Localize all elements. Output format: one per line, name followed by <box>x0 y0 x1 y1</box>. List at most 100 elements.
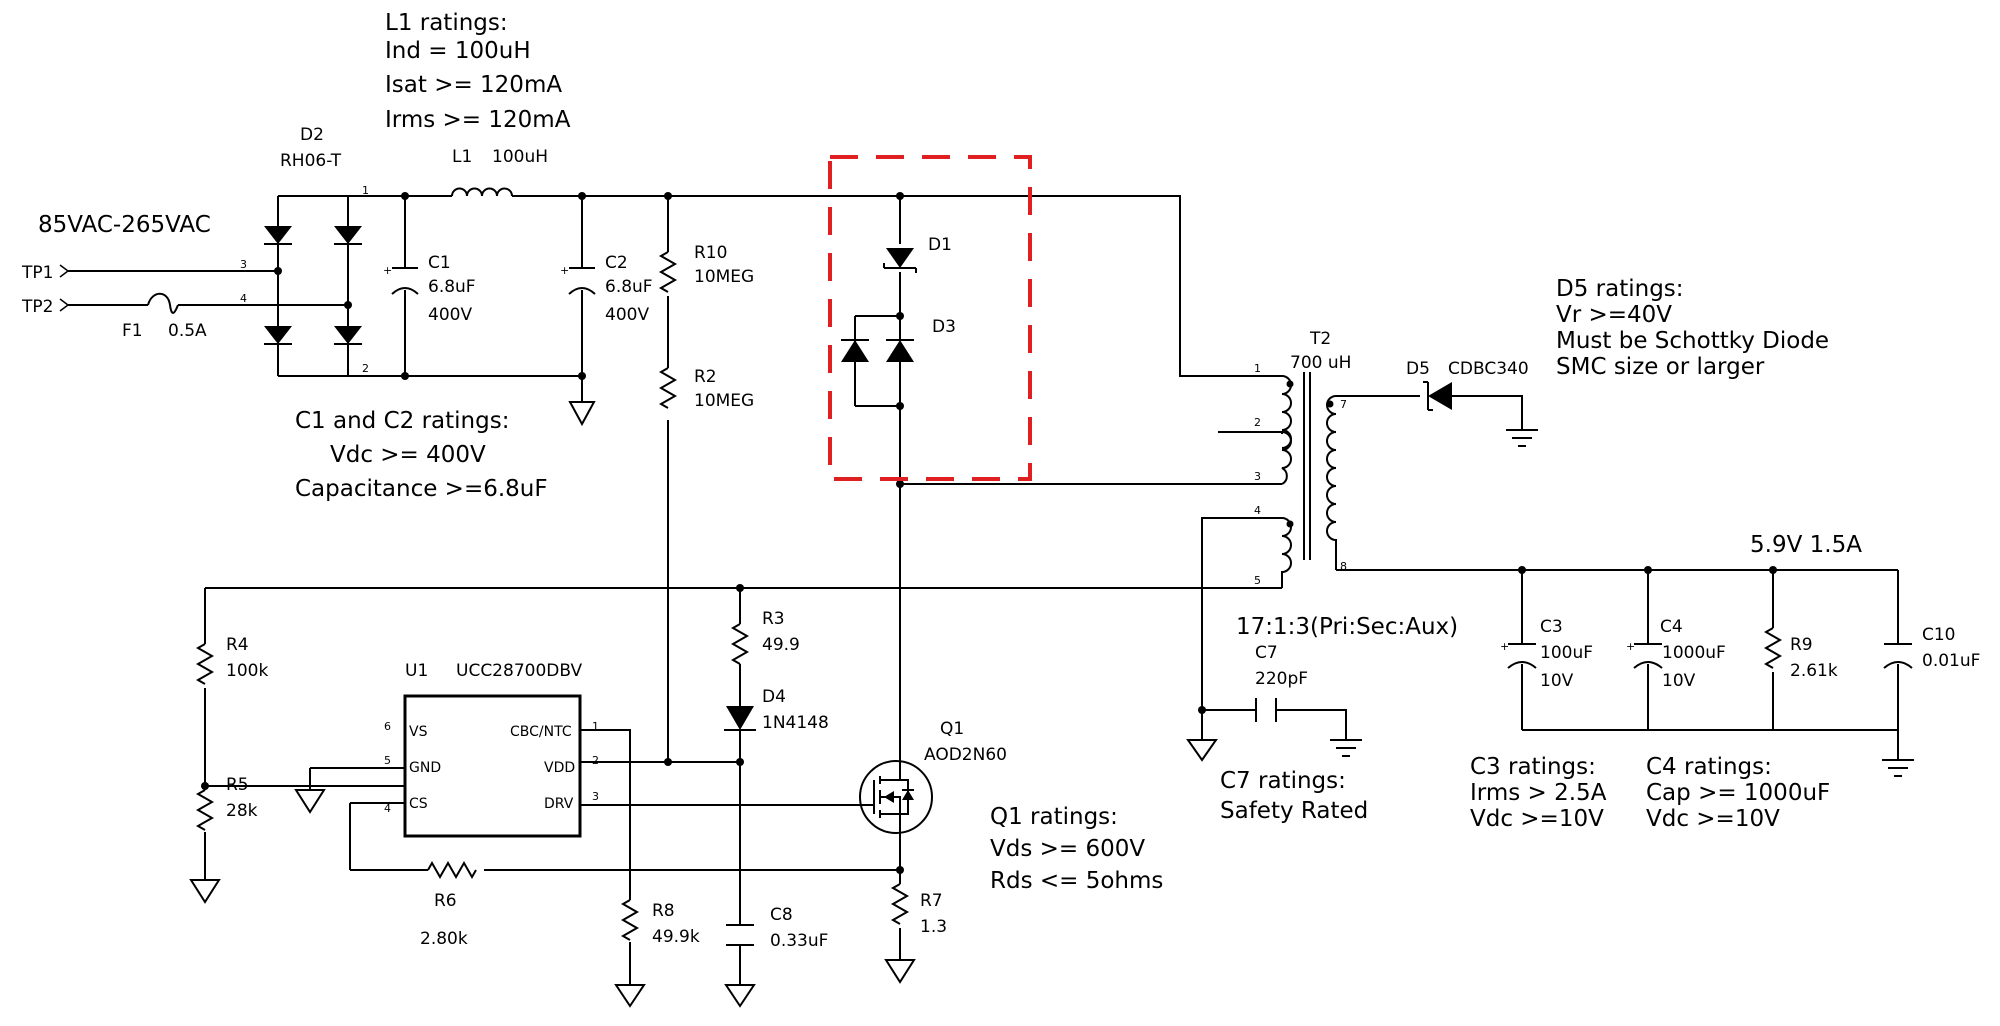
ground-symbol <box>568 401 596 427</box>
d5-ref: D5 <box>1406 359 1430 379</box>
d3-ref: D3 <box>932 317 956 337</box>
r3-resistor-symbol <box>730 623 750 665</box>
c3-ratings-line1: Irms > 2.5A <box>1470 780 1607 806</box>
t2-pin-7: 7 <box>1340 398 1347 411</box>
r8-value: 49.9k <box>652 927 700 947</box>
pin-2: 2 <box>362 362 369 375</box>
c3-rating: 10V <box>1540 671 1574 691</box>
u1-pin-3: 3 <box>592 790 599 803</box>
c2-rating: 400V <box>605 305 649 325</box>
c4-ratings-line2: Vdc >=10V <box>1646 806 1780 832</box>
c3-ratings-title: C3 ratings: <box>1470 754 1596 780</box>
c2-ref: C2 <box>605 253 628 273</box>
tp1-label: TP1 <box>21 263 53 283</box>
d1-ref: D1 <box>928 235 952 255</box>
u1-value: UCC28700DBV <box>456 661 582 681</box>
r9-resistor-symbol <box>1763 627 1783 669</box>
c4-rating: 10V <box>1662 671 1696 691</box>
c7-value: 220pF <box>1255 669 1308 689</box>
c2-capacitor-symbol: + <box>560 264 596 295</box>
c4-ref: C4 <box>1660 617 1683 637</box>
r9-ref: R9 <box>1790 635 1813 655</box>
r10-value: 10MEG <box>694 267 754 287</box>
junction-dots <box>201 192 1777 874</box>
r9-value: 2.61k <box>1790 661 1838 681</box>
r8-resistor-symbol <box>620 899 640 941</box>
t2-value: 700 uH <box>1290 353 1351 373</box>
svg-text:+: + <box>1626 640 1635 653</box>
t2-pin-5: 5 <box>1254 574 1261 587</box>
u1-pin-4: 4 <box>384 802 391 815</box>
c3-ratings-line2: Vdc >=10V <box>1470 806 1604 832</box>
svg-text:+: + <box>560 264 569 277</box>
pin-1: 1 <box>362 184 369 197</box>
l1-ref: L1 <box>452 147 472 167</box>
l1-ratings-line3: Irms >= 120mA <box>385 107 571 133</box>
r2-value: 10MEG <box>694 391 754 411</box>
c7-ref: C7 <box>1255 643 1278 663</box>
r6-value: 2.80k <box>420 929 468 949</box>
d5-ratings-line3: SMC size or larger <box>1556 354 1765 380</box>
u1-pin-vdd: VDD <box>544 760 575 776</box>
r8-ref: R8 <box>652 901 675 921</box>
d1-tvs-diode-symbol <box>883 248 917 273</box>
c10-ref: C10 <box>1922 625 1956 645</box>
c1c2-ratings-title: C1 and C2 ratings: <box>295 408 509 434</box>
pin-4: 4 <box>240 292 247 305</box>
tp2-terminal <box>59 298 70 312</box>
wires <box>68 195 1899 985</box>
c8-capacitor-symbol <box>726 924 754 946</box>
c1-rating: 400V <box>428 305 472 325</box>
c7-capacitor-symbol <box>1255 698 1277 722</box>
d5-ratings-line1: Vr >=40V <box>1556 302 1672 328</box>
c4-value: 1000uF <box>1662 643 1726 663</box>
d2-bridge-rectifier <box>264 226 362 345</box>
u1-pin-6: 6 <box>384 720 391 733</box>
l1-value: 100uH <box>492 147 548 167</box>
c7-ratings-line1: Safety Rated <box>1220 798 1368 824</box>
t2-pin-4: 4 <box>1254 504 1261 517</box>
q1-ref: Q1 <box>940 719 964 739</box>
u1-pin-2: 2 <box>592 754 599 767</box>
l1-ratings-line1: Ind = 100uH <box>385 38 531 64</box>
ground-symbol <box>189 879 221 904</box>
svg-text:+: + <box>1500 640 1509 653</box>
ground-symbol <box>1186 739 1218 762</box>
r5-value: 28k <box>226 801 258 821</box>
r2-resistor-symbol <box>658 367 678 409</box>
l1-inductor-symbol <box>451 187 513 197</box>
input-voltage-label: 85VAC-265VAC <box>38 212 211 238</box>
r5-resistor-symbol <box>195 789 215 831</box>
r7-resistor-symbol <box>890 883 910 925</box>
u1-pin-vs: VS <box>409 724 428 740</box>
svg-text:+: + <box>383 264 392 277</box>
l1-ratings-title: L1 ratings: <box>385 10 508 36</box>
c8-ref: C8 <box>770 905 793 925</box>
u1-controller-ic <box>403 694 582 838</box>
c10-capacitor-symbol <box>1883 643 1913 669</box>
r3-ref: R3 <box>762 609 785 629</box>
f1-ref: F1 <box>122 321 143 341</box>
d3-diode-symbol <box>841 339 914 362</box>
r10-ref: R10 <box>694 243 727 263</box>
ground-symbol <box>724 984 756 1008</box>
c8-value: 0.33uF <box>770 931 828 951</box>
snubber-highlight-box <box>828 155 1032 481</box>
c3-value: 100uF <box>1540 643 1593 663</box>
d4-ref: D4 <box>762 687 786 707</box>
d4-value: 1N4148 <box>762 713 829 733</box>
c1-value: 6.8uF <box>428 277 476 297</box>
ground-symbol <box>1882 759 1914 777</box>
c1-capacitor-symbol: + <box>383 264 419 295</box>
d2-value: RH06-T <box>280 151 342 171</box>
t2-pin-1: 1 <box>1254 362 1261 375</box>
u1-ref: U1 <box>405 661 428 681</box>
d5-ratings-line2: Must be Schottky Diode <box>1556 328 1829 354</box>
c3-ref: C3 <box>1540 617 1563 637</box>
q1-value: AOD2N60 <box>924 745 1007 765</box>
d2-ref: D2 <box>300 125 324 145</box>
d5-ratings-title: D5 ratings: <box>1556 276 1684 302</box>
u1-pin-1: 1 <box>592 720 599 733</box>
c4-ratings-title: C4 ratings: <box>1646 754 1772 780</box>
